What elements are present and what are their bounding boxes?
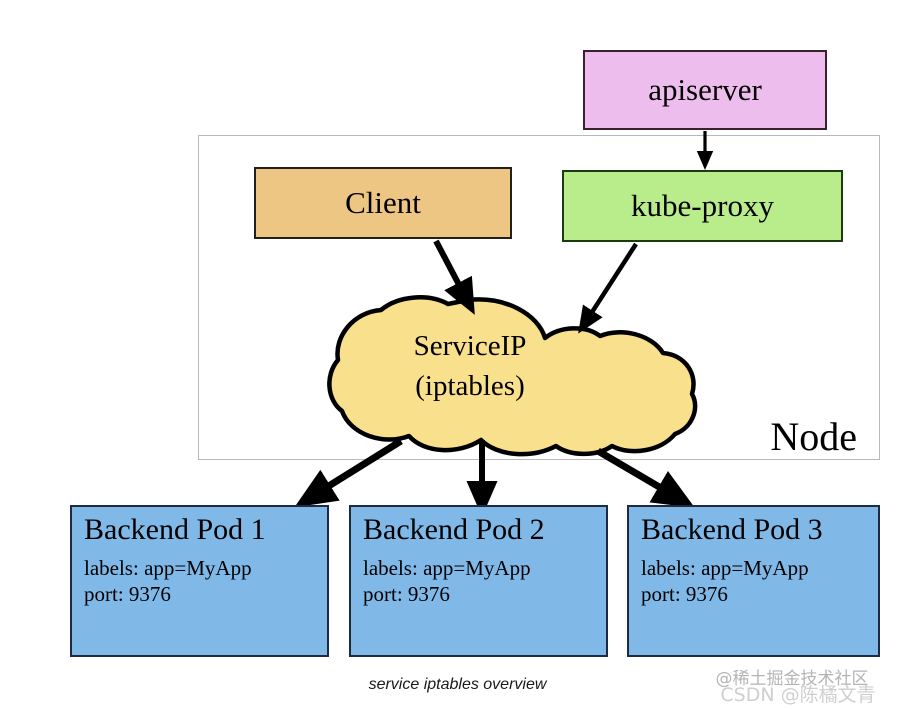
backend-pod-1-box: Backend Pod 1 labels: app=MyApp port: 93… bbox=[70, 505, 329, 657]
kube-proxy-label: kube-proxy bbox=[631, 188, 774, 223]
backend-pod-3-port: port: 9376 bbox=[641, 582, 728, 607]
apiserver-label: apiserver bbox=[648, 72, 762, 107]
client-box: Client bbox=[254, 167, 512, 239]
backend-pod-3-box: Backend Pod 3 labels: app=MyApp port: 93… bbox=[627, 505, 880, 657]
client-label: Client bbox=[345, 185, 421, 220]
diagram-caption: service iptables overview bbox=[368, 676, 547, 693]
backend-pod-2-labels: labels: app=MyApp bbox=[363, 555, 531, 580]
node-label: Node bbox=[770, 414, 857, 459]
backend-pod-1-port: port: 9376 bbox=[84, 582, 171, 607]
backend-pod-3-labels: labels: app=MyApp bbox=[641, 555, 809, 580]
backend-pod-1-title: Backend Pod 1 bbox=[84, 513, 266, 546]
backend-pod-3-title: Backend Pod 3 bbox=[641, 513, 823, 546]
apiserver-box: apiserver bbox=[583, 50, 827, 130]
kube-proxy-box: kube-proxy bbox=[562, 170, 843, 242]
node-container-box: Node bbox=[198, 135, 880, 460]
backend-pod-2-box: Backend Pod 2 labels: app=MyApp port: 93… bbox=[349, 505, 608, 657]
backend-pod-2-port: port: 9376 bbox=[363, 582, 450, 607]
backend-pod-1-labels: labels: app=MyApp bbox=[84, 555, 252, 580]
backend-pod-2-title: Backend Pod 2 bbox=[363, 513, 545, 546]
